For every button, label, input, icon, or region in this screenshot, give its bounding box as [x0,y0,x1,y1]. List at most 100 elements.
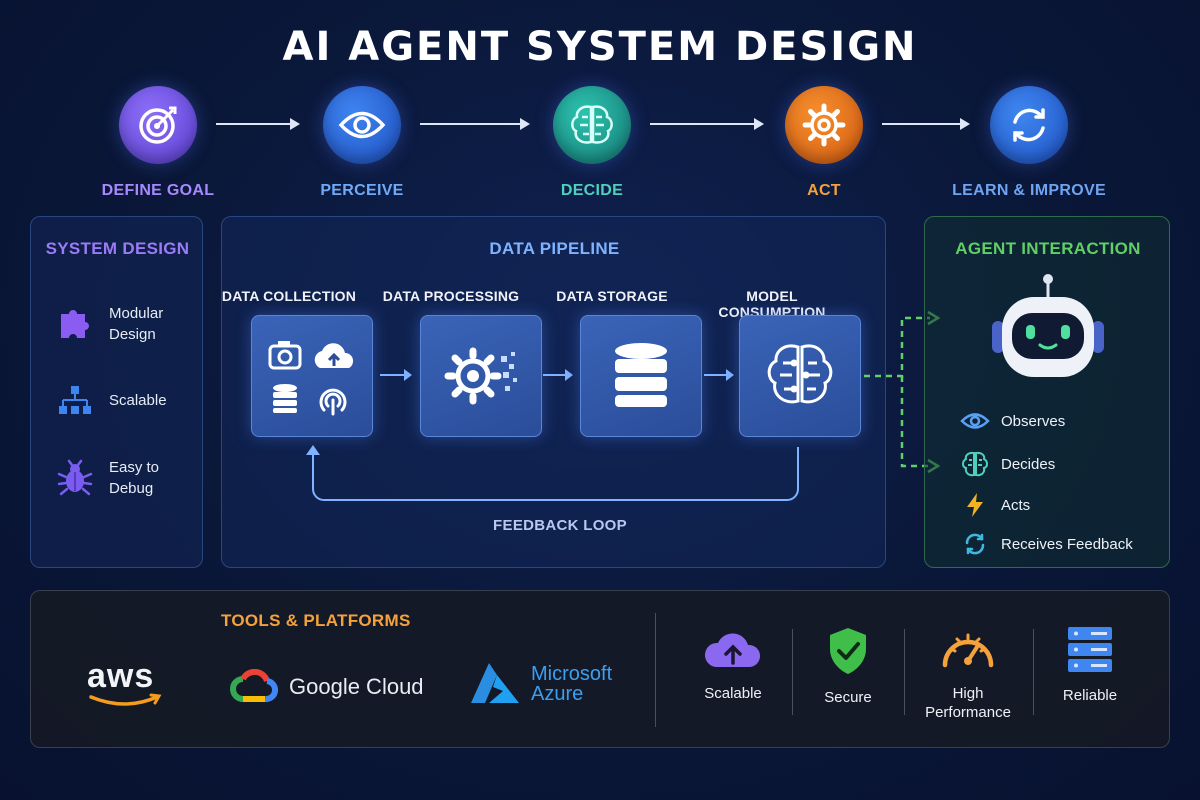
tools-platforms-panel: TOOLS & PLATFORMS aws Google Cloud Micro… [30,590,1170,748]
system-design-item-debug: Easy to Debug [55,457,159,499]
stage-label: DATA COLLECTION [221,288,357,304]
feedback-loop-line [312,447,799,501]
blocks-icon [55,380,95,420]
agent-interaction-heading: AGENT INTERACTION [955,239,1141,258]
step-label: DEFINE GOAL [101,182,215,199]
feature-reliable: Reliable [1035,625,1145,705]
signal-icon [319,388,347,416]
refresh-icon [990,86,1068,164]
feature-secure: Secure [793,625,903,707]
divider [904,629,905,715]
aws-logo: aws [87,659,187,714]
pipeline-arrow [543,374,569,376]
flow-arrow [882,118,970,130]
data-pipeline-heading: DATA PIPELINE [489,239,620,258]
google-cloud-wordmark: Google Cloud [289,674,424,699]
agent-item-decides: Decides [959,451,1055,477]
data-pipeline-panel: DATA PIPELINE DATA COLLECTION DATA PROCE… [221,216,886,568]
data-storage-box [580,315,702,437]
azure-icon [471,663,519,703]
brain-icon [553,86,631,164]
step-label: DECIDE [560,182,624,199]
step-label: PERCEIVE [320,182,404,199]
brain-icon [767,344,833,404]
item-label: Design [109,326,156,343]
step-define-goal: DEFINE GOAL [58,86,258,200]
system-design-heading: SYSTEM DESIGN [45,239,190,258]
puzzle-icon [55,304,95,344]
azure-wordmark: Microsoft [531,663,613,685]
system-design-item-scalable: Scalable [55,380,167,420]
feature-label: Scalable [704,685,762,702]
item-label: Easy to [109,459,160,476]
item-label: Modular [109,305,164,322]
step-label: LEARN & IMPROVE [952,182,1106,199]
camera-icon [268,341,302,370]
database-icon [273,384,297,413]
aws-wordmark: aws [87,657,155,695]
refresh-icon [959,532,991,556]
divider [792,629,793,715]
azure-logo: Microsoft Azure [467,661,612,707]
pipeline-arrow-head [404,369,412,381]
shield-check-icon [830,628,866,674]
stage-label: DATA PROCESSING [382,288,520,304]
server-icon [1068,627,1112,672]
cloud-upload-icon [314,343,354,368]
eye-icon [959,411,991,431]
feature-label: High [952,685,984,702]
step-decide: DECIDE [492,86,692,200]
agent-item-observes: Observes [959,411,1065,431]
pipeline-arrow [380,374,408,376]
cloud-upload-icon [704,633,761,667]
database-icon [615,343,667,407]
step-perceive: PERCEIVE [262,86,462,200]
flow-arrow [650,118,764,130]
brain-icon [959,451,991,477]
item-label: Debug [109,480,154,497]
tools-platforms-heading: TOOLS & PLATFORMS [221,611,411,630]
google-cloud-icon [230,669,278,703]
step-learn-improve: LEARN & IMPROVE [929,86,1129,200]
pipeline-arrow-head [726,369,734,381]
feature-label: Secure [824,689,872,706]
agent-item-label: Acts [1001,496,1031,514]
gear-pixel-icon [444,347,517,405]
google-cloud-logo: Google Cloud [227,669,424,705]
agent-item-label: Receives Feedback [1001,535,1133,553]
page-title: AI AGENT SYSTEM DESIGN [282,24,918,70]
bug-icon [55,458,95,498]
feature-label: Reliable [1062,687,1118,704]
pipeline-arrow-head [565,369,573,381]
aws-smile-icon [89,693,162,706]
agent-item-label: Observes [1001,412,1066,430]
flow-arrow [420,118,530,130]
model-consumption-box [739,315,861,437]
feedback-loop-arrow-head [306,445,320,455]
eye-icon [323,86,401,164]
pipeline-arrow [704,374,730,376]
feature-label: Performance [925,704,1011,721]
step-label: ACT [807,182,841,199]
gauge-icon [942,633,994,668]
stage-label: DATA STORAGE [556,288,668,304]
divider [1033,629,1034,715]
agent-item-label: Decides [1001,455,1056,473]
lightning-icon [959,492,991,518]
data-collection-box [251,315,373,437]
step-act: ACT [724,86,924,200]
agent-item-receives-feedback: Receives Feedback [959,532,1133,556]
agent-item-acts: Acts [959,492,1030,518]
item-label: Scalable [109,391,167,409]
agent-interaction-panel: AGENT INTERACTION Observes Decides Acts … [924,216,1170,568]
robot-icon [992,274,1104,377]
data-processing-box [420,315,542,437]
azure-wordmark: Azure [531,683,584,705]
feedback-loop-label: FEEDBACK LOOP [493,517,627,534]
divider [655,613,656,727]
gear-icon [785,86,863,164]
flow-arrow [216,118,300,130]
